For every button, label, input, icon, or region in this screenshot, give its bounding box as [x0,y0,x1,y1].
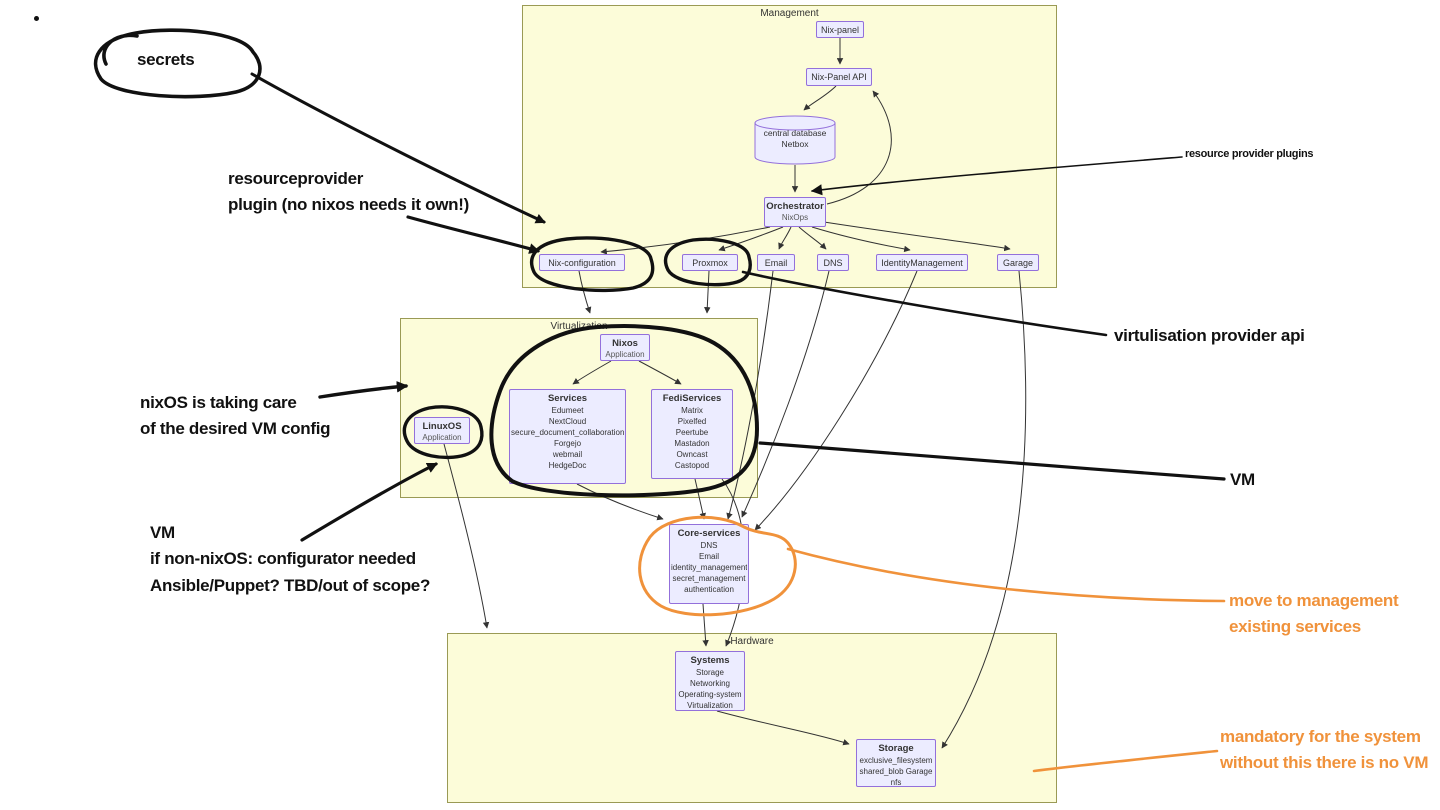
node-orchestrator: Orchestrator NixOps [764,197,826,227]
vm-right-line [758,441,1226,481]
node-list-item: Forgejo [553,439,582,448]
node-nix-panel-api: Nix-Panel API [806,68,872,86]
node-core-services-items: DNS Email identity_management secret_manage… [671,540,747,595]
node-orchestrator-subtitle: NixOps [781,213,809,222]
annotation-move-to-management: move to management existing services [1229,591,1399,637]
node-nixos-title: Nixos [612,338,638,349]
node-storage-title: Storage [878,743,914,754]
node-list-item: Mastadon [674,439,710,448]
node-list-item: authentication [684,585,734,594]
node-email: Email [757,254,795,271]
node-list-item: webmail [552,450,583,459]
node-systems-title: Systems [690,655,730,666]
mandatory-line [1032,749,1219,773]
node-nixos-subtitle: Application [605,350,645,359]
node-garage: Garage [997,254,1039,271]
node-netbox-label: central database Netbox [755,128,835,150]
node-list-item: Operating-system [678,690,742,699]
annotation-virtualisation-provider-api: virtulisation provider api [1114,326,1305,345]
resourceprovider-arrow [406,215,541,254]
node-list-item: HedgeDoc [548,461,587,470]
node-list-item: Virtualization [687,701,733,710]
group-management-label: Management [760,8,819,19]
node-list-item: Edumeet [551,406,584,415]
group-hardware: Hardware [447,633,1057,803]
annotation-mandatory: mandatory for the system without this th… [1220,727,1429,773]
node-list-item: NextCloud [548,417,587,426]
node-dns: DNS [817,254,849,271]
node-list-item: Matrix [681,406,703,415]
annotation-resource-provider-plugins: resource provider plugins [1185,148,1314,160]
netbox-line2: Netbox [781,139,809,149]
node-linuxos-title: LinuxOS [422,421,462,432]
node-services-title: Services [547,393,588,404]
node-list-item: DNS [700,541,718,550]
node-list-item: secret_management [672,574,746,583]
node-orchestrator-title: Orchestrator [766,201,824,212]
group-hardware-label: Hardware [730,636,774,647]
annotation-vm-left: VM if non-nixOS: configurator needed Ans… [150,523,431,595]
nixos-care-arrow [318,381,409,399]
bullet-dot [34,16,39,21]
node-list-item: shared_blob Garage [859,767,933,776]
node-core-services-title: Core-services [677,528,741,539]
annotation-vm-right: VM [1230,470,1255,489]
node-list-item: secure_document_collaboration [511,428,624,437]
node-list-item: Castopod [674,461,710,470]
node-linuxos: LinuxOS Application [414,417,470,444]
node-storage: Storage exclusive_filesystem shared_blob … [856,739,936,787]
netbox-line1: central database [763,128,827,138]
annotation-resourceprovider-plugin: resourceprovider plugin (no nixos needs … [228,169,469,215]
node-core-services: Core-services DNS Email identity_managemen… [669,524,749,604]
node-linuxos-subtitle: Application [422,433,462,442]
node-list-item: Peertube [675,428,709,437]
edge-identitymanagement-to-coreservices [754,270,918,531]
node-nix-panel: Nix-panel [816,21,864,38]
node-list-item: identity_management [671,563,747,572]
node-storage-items: exclusive_filesystem shared_blob Garage nf… [858,755,934,787]
group-virtualization-label: Virtualization [550,321,608,332]
node-list-item: Networking [689,679,730,688]
node-nix-configuration: Nix-configuration [539,254,625,271]
node-nixos: Nixos Application [600,334,650,361]
node-list-item: Email [698,552,719,561]
node-list-item: exclusive_filesystem [859,756,933,765]
node-list-item: Storage [695,668,725,677]
node-identity-management: IdentityManagement [876,254,968,271]
annotation-nixos-care: nixOS is taking care of the desired VM c… [140,393,331,439]
node-list-item: Owncast [676,450,708,459]
node-fediservices-title: FediServices [662,393,722,404]
node-list-item: nfs [890,778,902,787]
node-proxmox: Proxmox [682,254,738,271]
move-to-management-line [786,547,1226,603]
node-list-item: Pixelfed [677,417,707,426]
annotation-secrets: secrets [137,50,195,69]
